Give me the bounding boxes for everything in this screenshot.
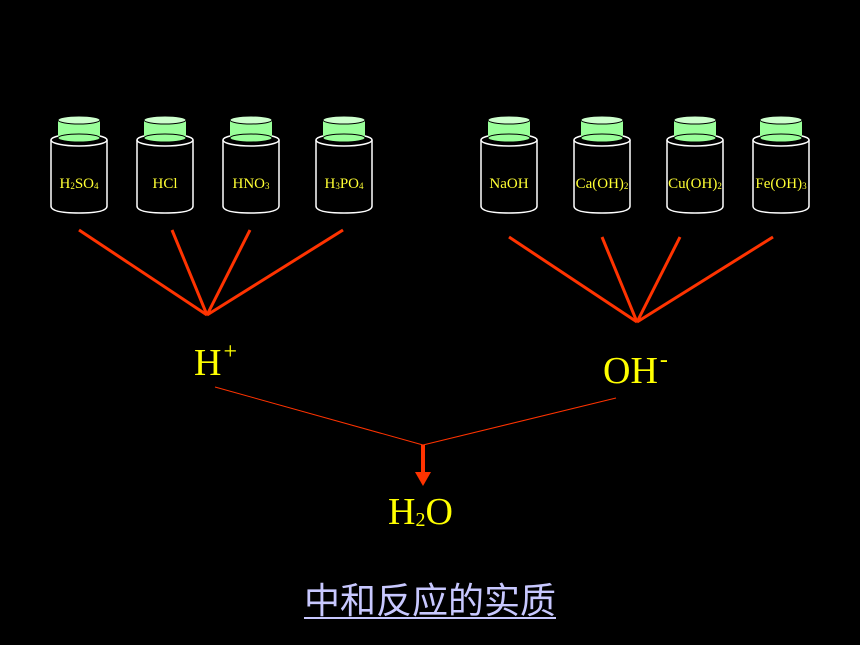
base-line-4	[636, 235, 774, 324]
bottle-label: HCl	[152, 176, 178, 192]
bottle-label: Ca(OH)2	[575, 176, 629, 192]
bottle-label: HNO3	[232, 176, 270, 192]
bottle-acid-4: H3PO4	[314, 113, 374, 217]
bottle-base-2: Ca(OH)2	[572, 113, 632, 217]
water-molecule: H2O	[388, 491, 453, 533]
ohminus-to-water-line	[422, 397, 617, 446]
acid-line-1	[78, 228, 208, 317]
hydroxide-ion: OH-	[603, 347, 668, 392]
bottle-base-3: Cu(OH)2	[665, 113, 725, 217]
slide-title: 中和反应的实质	[0, 578, 860, 626]
bottle-icon	[50, 115, 108, 214]
bottle-icon	[666, 115, 724, 214]
bottle-label: H3PO4	[324, 176, 364, 192]
base-line-3	[635, 236, 682, 323]
base-line-2	[600, 236, 639, 323]
down-arrow-head	[415, 472, 431, 486]
slide-title-text: 中和反应的实质	[303, 581, 556, 622]
bottle-icon	[573, 115, 631, 214]
bottle-acid-3: HNO3	[221, 113, 281, 217]
bottle-label: NaOH	[489, 176, 529, 192]
bottle-base-4: Fe(OH)3	[751, 113, 811, 217]
hplus-to-water-line	[214, 386, 424, 446]
bottle-label: H2SO4	[59, 176, 99, 192]
bottle-icon	[136, 115, 194, 214]
bottle-icon	[480, 115, 538, 214]
acid-line-4	[206, 228, 344, 317]
hydrogen-ion: H+	[194, 339, 237, 384]
base-line-1	[508, 235, 638, 324]
acid-line-2	[170, 229, 209, 316]
bottle-label: Fe(OH)3	[755, 176, 807, 192]
bottle-base-1: NaOH	[479, 113, 539, 217]
acid-line-3	[205, 229, 252, 316]
bottle-icon	[222, 115, 280, 214]
bottle-acid-1: H2SO4	[49, 113, 109, 217]
bottle-acid-2: HCl	[135, 113, 195, 217]
bottle-icon	[752, 115, 810, 214]
bottle-label: Cu(OH)2	[668, 176, 722, 192]
bottle-icon	[315, 115, 373, 214]
